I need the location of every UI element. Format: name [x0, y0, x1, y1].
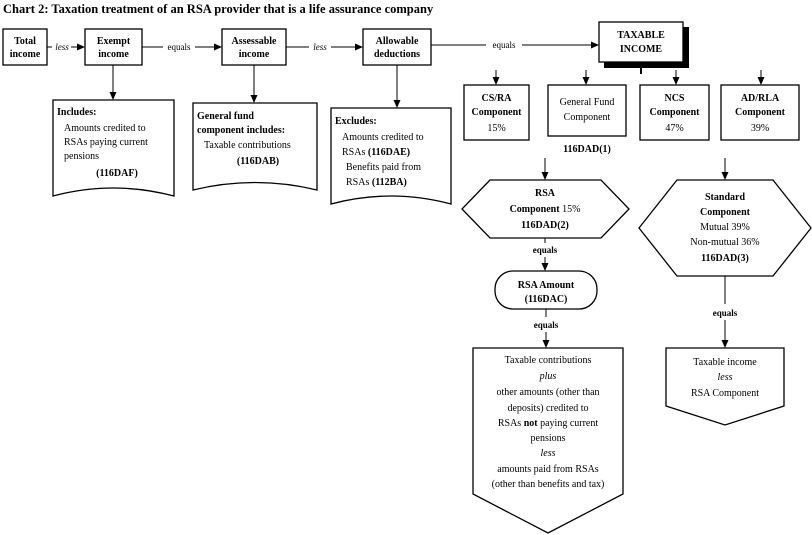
node-taxable-income: TAXABLE INCOME	[598, 21, 689, 68]
note-deductions-excludes: Excludes: Amounts credited to RSAs (116D…	[330, 107, 452, 205]
svg-text:Taxable income: Taxable income	[693, 357, 757, 368]
svg-text:116DAD(2): 116DAD(2)	[521, 220, 569, 231]
general-fund-ref: 116DAD(1)	[563, 144, 611, 155]
svg-text:Standard: Standard	[705, 192, 745, 203]
equals-label-standard: equals	[713, 308, 738, 318]
svg-text:116DAD(3): 116DAD(3)	[701, 253, 749, 264]
node-standard-component: Standard Component Mutual 39% Non-mutual…	[638, 179, 812, 277]
svg-text:Amounts credited to: Amounts credited to	[64, 123, 146, 134]
svg-text:(116DAB): (116DAB)	[237, 156, 279, 167]
node-total-income: Total income	[2, 28, 48, 66]
svg-text:income: income	[10, 49, 41, 60]
node-assessable-income: Assessable income	[221, 28, 287, 66]
svg-text:47%: 47%	[665, 123, 683, 134]
svg-text:RSA Component: RSA Component	[691, 388, 759, 399]
chart-title: Chart 2: Taxation treatment of an RSA pr…	[3, 2, 434, 16]
svg-text:deposits) credited to: deposits) credited to	[507, 403, 588, 414]
node-allowable-deductions: Allowable deductions	[362, 28, 432, 66]
svg-text:RSAs not paying current: RSAs not paying current	[498, 418, 599, 429]
svg-text:INCOME: INCOME	[620, 44, 663, 55]
connector-assessable-to-deductions: less	[286, 41, 363, 52]
svg-text:Component: Component	[700, 207, 751, 218]
svg-text:(116DAF): (116DAF)	[96, 168, 138, 179]
svg-text:Component: Component	[471, 107, 522, 118]
svg-text:Component 15%: Component 15%	[510, 204, 581, 215]
svg-text:pensions: pensions	[531, 433, 566, 444]
svg-text:less: less	[55, 42, 69, 52]
note-assessable-includes: General fund component includes: Taxable…	[192, 102, 318, 191]
svg-text:plus: plus	[539, 371, 557, 382]
svg-text:less: less	[313, 42, 327, 52]
svg-text:(116DAC): (116DAC)	[525, 294, 568, 305]
svg-text:Non-mutual 36%: Non-mutual 36%	[690, 237, 759, 248]
svg-text:Assessable: Assessable	[231, 36, 277, 47]
svg-text:Includes:: Includes:	[57, 107, 96, 118]
svg-text:other amounts (other than: other amounts (other than	[496, 387, 599, 398]
svg-text:Benefits paid from: Benefits paid from	[346, 162, 421, 173]
svg-text:RSA: RSA	[535, 188, 556, 199]
svg-text:amounts paid from RSAs: amounts paid from RSAs	[497, 464, 598, 475]
svg-text:component includes:: component includes:	[197, 125, 285, 136]
svg-text:General fund: General fund	[197, 111, 254, 122]
connector-exempt-to-assessable: equals	[142, 41, 222, 52]
node-ncs-component: NCS Component 47%	[639, 84, 710, 141]
svg-text:TAXABLE: TAXABLE	[617, 30, 665, 41]
svg-text:RSAs paying current: RSAs paying current	[64, 137, 148, 148]
svg-text:equals: equals	[493, 40, 516, 50]
node-standard-taxable: Taxable income less RSA Component	[665, 347, 785, 426]
node-rsa-taxable-amount: Taxable contributions plus other amounts…	[472, 347, 624, 534]
svg-text:Component: Component	[735, 107, 786, 118]
svg-text:39%: 39%	[751, 123, 769, 134]
svg-text:Allowable: Allowable	[376, 36, 419, 47]
svg-text:Mutual 39%: Mutual 39%	[700, 222, 750, 233]
svg-text:RSAs (116DAE): RSAs (116DAE)	[342, 147, 410, 158]
svg-text:less: less	[718, 372, 733, 383]
equals-label-rsa-amount: equals	[534, 320, 559, 330]
node-csra-component: CS/RA Component 15%	[463, 84, 530, 141]
svg-text:(other than benefits and tax): (other than benefits and tax)	[492, 479, 605, 490]
svg-text:income: income	[239, 49, 270, 60]
svg-text:Exempt: Exempt	[97, 36, 131, 47]
svg-text:income: income	[98, 49, 129, 60]
svg-text:equals: equals	[168, 42, 191, 52]
connector-deductions-to-taxable: equals	[431, 39, 599, 50]
node-rsa-amount: RSA Amount (116DAC)	[494, 270, 598, 310]
svg-text:15%: 15%	[487, 123, 505, 134]
svg-text:AD/RLA: AD/RLA	[741, 93, 780, 104]
svg-text:Amounts credited to: Amounts credited to	[342, 132, 424, 143]
svg-text:pensions: pensions	[64, 151, 99, 162]
svg-text:RSAs (112BA): RSAs (112BA)	[346, 177, 407, 188]
svg-text:Total: Total	[14, 36, 36, 47]
node-exempt-income: Exempt income	[84, 28, 143, 66]
node-general-fund-component: General Fund Component	[547, 84, 627, 137]
svg-text:Component: Component	[649, 107, 700, 118]
node-rsa-component: RSA Component 15% 116DAD(2)	[461, 179, 630, 239]
node-adrla-component: AD/RLA Component 39%	[720, 84, 800, 141]
svg-text:less: less	[541, 448, 556, 459]
svg-text:NCS: NCS	[664, 93, 684, 104]
svg-text:Excludes:: Excludes:	[335, 116, 377, 127]
svg-text:Taxable contributions: Taxable contributions	[204, 140, 291, 151]
connector-total-to-exempt: less	[47, 41, 85, 52]
svg-text:Component: Component	[564, 112, 611, 123]
note-exempt-includes: Includes: Amounts credited to RSAs payin…	[52, 99, 175, 197]
svg-text:CS/RA: CS/RA	[481, 93, 512, 104]
svg-text:RSA Amount: RSA Amount	[518, 280, 575, 291]
svg-text:deductions: deductions	[374, 49, 420, 60]
svg-text:Taxable contributions: Taxable contributions	[505, 355, 592, 366]
svg-text:General Fund: General Fund	[560, 97, 615, 108]
equals-label-rsa: equals	[533, 245, 558, 255]
